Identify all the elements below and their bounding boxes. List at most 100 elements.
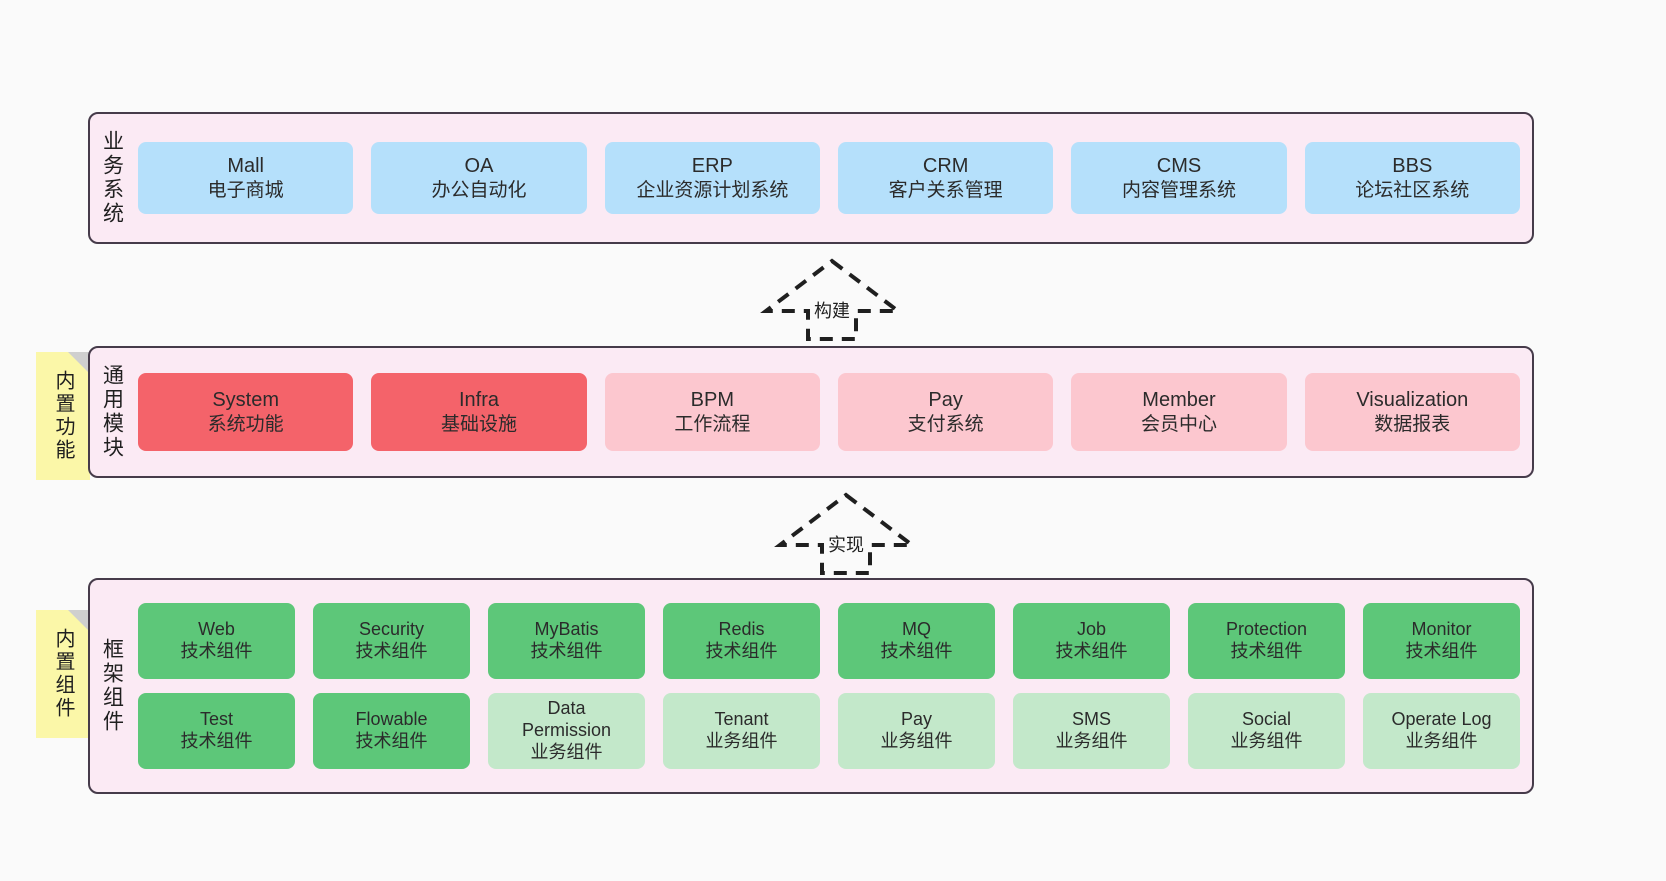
component-card-title: Flowable — [355, 709, 428, 730]
note-fold-icon — [68, 610, 90, 632]
component-card-title: MyBatis — [534, 619, 599, 640]
layer-title-common-modules: 通用模块 — [100, 364, 124, 460]
component-card-subtitle: 技术组件 — [355, 731, 428, 751]
component-card-title: Operate Log — [1391, 709, 1492, 730]
component-card-subtitle: 技术组件 — [1405, 641, 1478, 661]
connector-implement: 实现 — [772, 491, 920, 577]
component-card-tenant[interactable]: Tenant 业务组件 — [663, 693, 820, 769]
module-card-crm[interactable]: CRM 客户关系管理 — [837, 142, 1054, 214]
sticky-note-label: 内置功能 — [52, 370, 74, 462]
sticky-note-label: 内置组件 — [52, 628, 74, 720]
module-card-title: Visualization — [1356, 389, 1469, 412]
component-card-protection[interactable]: Protection 技术组件 — [1188, 603, 1345, 679]
module-card-title: BPM — [690, 389, 734, 412]
module-card-subtitle: 论坛社区系统 — [1355, 179, 1470, 201]
component-card-subtitle: 技术组件 — [355, 641, 428, 661]
component-card-subtitle: 业务组件 — [530, 741, 603, 762]
module-card-title: Pay — [928, 389, 963, 412]
component-card-subtitle: 技术组件 — [880, 641, 953, 661]
module-card-visualization[interactable]: Visualization 数据报表 — [1304, 373, 1520, 451]
component-card-subtitle: 业务组件 — [705, 731, 778, 751]
component-card-subtitle: 技术组件 — [180, 641, 253, 661]
component-card-title: Social — [1241, 709, 1292, 730]
layer-body-common-modules: System 系统功能 Infra 基础设施 BPM 工作流程 Pay 支付系统… — [134, 348, 1532, 476]
component-card-data-permission[interactable]: Data Permission 业务组件 — [488, 693, 645, 769]
component-card-title: Test — [199, 709, 233, 730]
module-card-subtitle: 办公自动化 — [431, 179, 527, 201]
module-card-title: Member — [1142, 389, 1216, 412]
layer-body-business-systems: Mall 电子商城 OA 办公自动化 ERP 企业资源计划系统 CRM 客户关系… — [134, 114, 1532, 242]
component-card-subtitle: 技术组件 — [530, 641, 603, 661]
module-card-title: Infra — [458, 389, 499, 412]
module-card-bpm[interactable]: BPM 工作流程 — [604, 373, 820, 451]
component-card-title: MQ — [902, 619, 931, 640]
module-card-system[interactable]: System 系统功能 — [138, 373, 354, 451]
layer-business-systems: 业务系统 Mall 电子商城 OA 办公自动化 ERP 企业资源计划系统 CRM… — [88, 112, 1534, 244]
module-card-bbs[interactable]: BBS 论坛社区系统 — [1304, 142, 1520, 214]
component-card-title: Protection — [1225, 619, 1308, 640]
module-card-mall[interactable]: Mall 电子商城 — [138, 142, 354, 214]
component-card-subtitle: 业务组件 — [1405, 731, 1478, 751]
component-card-title: Redis — [718, 619, 765, 640]
module-card-erp[interactable]: ERP 企业资源计划系统 — [604, 142, 820, 214]
component-card-monitor[interactable]: Monitor 技术组件 — [1363, 603, 1520, 679]
module-card-member[interactable]: Member 会员中心 — [1071, 373, 1287, 451]
component-card-title: Security — [358, 619, 425, 640]
module-card-title: Mall — [227, 155, 264, 178]
component-card-subtitle: 技术组件 — [705, 641, 778, 661]
component-card-social[interactable]: Social 业务组件 — [1188, 693, 1345, 769]
module-card-subtitle: 客户关系管理 — [888, 179, 1003, 201]
module-card-subtitle: 工作流程 — [674, 413, 751, 435]
module-card-subtitle: 内容管理系统 — [1121, 179, 1236, 201]
layer-row: Web 技术组件 Security 技术组件 MyBatis 技术组件 Redi… — [138, 603, 1520, 679]
component-card-test[interactable]: Test 技术组件 — [138, 693, 295, 769]
component-card-web[interactable]: Web 技术组件 — [138, 603, 295, 679]
layer-framework-components: 框架组件 Web 技术组件 Security 技术组件 MyBatis 技术组件… — [88, 578, 1534, 794]
component-card-security[interactable]: Security 技术组件 — [313, 603, 470, 679]
component-card-mq[interactable]: MQ 技术组件 — [838, 603, 995, 679]
module-card-subtitle: 系统功能 — [207, 413, 284, 435]
sticky-note-builtin-features: 内置功能 — [36, 352, 90, 480]
module-card-title: System — [212, 389, 279, 412]
module-card-subtitle: 会员中心 — [1140, 413, 1217, 435]
component-card-subtitle: 业务组件 — [880, 731, 953, 751]
module-card-oa[interactable]: OA 办公自动化 — [371, 142, 587, 214]
module-card-title: CRM — [922, 155, 969, 178]
module-card-cms[interactable]: CMS 内容管理系统 — [1071, 142, 1287, 214]
component-card-subtitle: 业务组件 — [1055, 731, 1128, 751]
module-card-title: OA — [464, 155, 494, 178]
module-card-title: CMS — [1156, 155, 1202, 178]
layer-row: Mall 电子商城 OA 办公自动化 ERP 企业资源计划系统 CRM 客户关系… — [138, 142, 1520, 214]
component-card-title: Data Permission — [521, 698, 612, 741]
module-card-subtitle: 企业资源计划系统 — [636, 179, 789, 201]
component-card-mybatis[interactable]: MyBatis 技术组件 — [488, 603, 645, 679]
component-card-title: Pay — [900, 709, 933, 730]
layer-body-framework-components: Web 技术组件 Security 技术组件 MyBatis 技术组件 Redi… — [134, 580, 1532, 792]
connector-build: 构建 — [758, 257, 906, 343]
layer-common-modules: 通用模块 System 系统功能 Infra 基础设施 BPM 工作流程 Pay… — [88, 346, 1534, 478]
layer-title-business-systems: 业务系统 — [100, 130, 124, 226]
component-card-subtitle: 技术组件 — [1230, 641, 1303, 661]
sticky-note-builtin-components: 内置组件 — [36, 610, 90, 738]
module-card-subtitle: 支付系统 — [907, 413, 984, 435]
component-card-title: Web — [198, 619, 235, 640]
module-card-pay[interactable]: Pay 支付系统 — [837, 373, 1054, 451]
layer-row: Test 技术组件 Flowable 技术组件 Data Permission … — [138, 693, 1520, 769]
note-fold-icon — [68, 352, 90, 374]
module-card-title: ERP — [691, 155, 733, 178]
connector-label: 实现 — [828, 535, 864, 555]
component-card-pay[interactable]: Pay 业务组件 — [838, 693, 995, 769]
component-card-title: Monitor — [1411, 619, 1472, 640]
module-card-infra[interactable]: Infra 基础设施 — [371, 373, 587, 451]
component-card-sms[interactable]: SMS 业务组件 — [1013, 693, 1170, 769]
component-card-operate-log[interactable]: Operate Log 业务组件 — [1363, 693, 1520, 769]
connector-label: 构建 — [814, 301, 850, 321]
component-card-title: Tenant — [714, 709, 769, 730]
component-card-flowable[interactable]: Flowable 技术组件 — [313, 693, 470, 769]
component-card-subtitle: 业务组件 — [1230, 731, 1303, 751]
component-card-redis[interactable]: Redis 技术组件 — [663, 603, 820, 679]
component-card-job[interactable]: Job 技术组件 — [1013, 603, 1170, 679]
component-card-title: SMS — [1071, 709, 1111, 730]
module-card-subtitle: 数据报表 — [1374, 413, 1451, 435]
